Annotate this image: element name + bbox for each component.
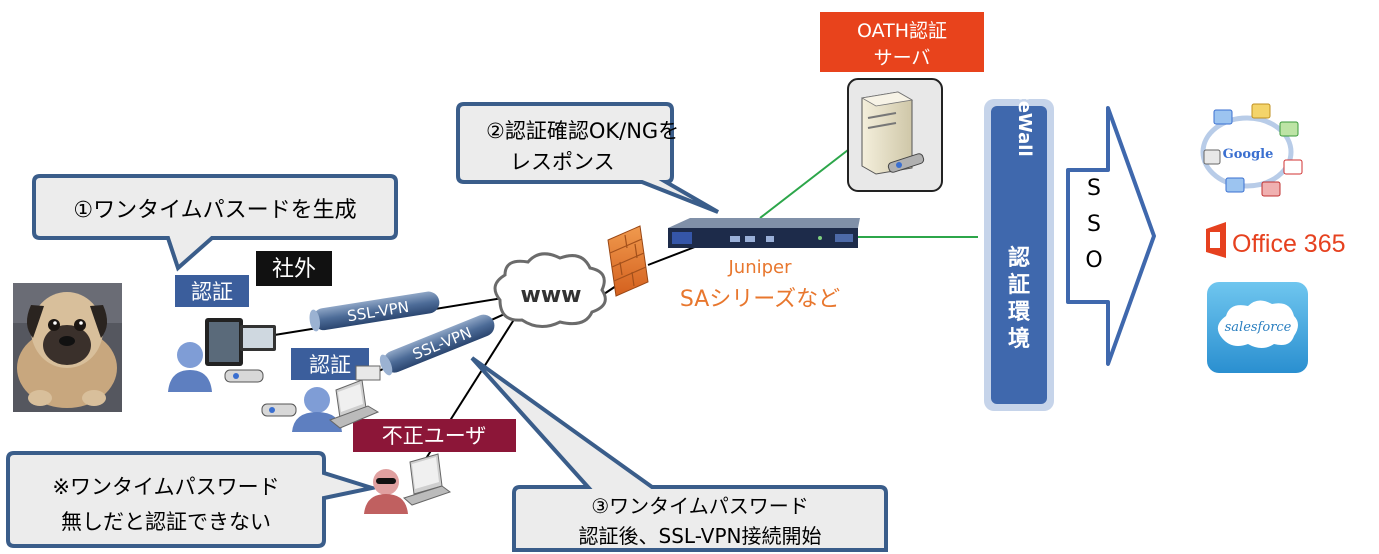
dog-photo [13,283,122,412]
internet-cloud: www [493,252,607,328]
auth-env-char: 環 [1008,300,1031,325]
laptop-user-icon [261,365,381,432]
svg-text:認証: 認証 [191,280,233,304]
firewall-icon [607,225,649,297]
callout-response-line1: ②認証確認OK/NGを [486,119,679,143]
svg-text:社外: 社外 [272,257,316,282]
callout-generate-otp: ①ワンタイムパスードを生成 [32,174,398,272]
juniper-appliance-icon [668,218,860,248]
auth-env-char: 境 [1008,326,1030,352]
callout-response-line2: レスポンス [510,150,615,174]
tag-unauthorized-user: 不正ユーザ [353,419,516,452]
oath-label-line2: サーバ [874,47,931,69]
svg-text:認証: 認証 [309,353,351,377]
rogue-user-icon [364,453,452,514]
callout-connect: ③ワンタイムパスワード 認証後、SSL-VPN接続開始 [470,356,888,552]
callout-no-otp-line2: 無しだと認証できない [61,510,271,534]
oath-server-icon [847,78,943,192]
ssl-vpn-tube-1: SSL-VPN [309,291,440,332]
office365-label: Office 365 [1232,230,1346,258]
ssl-vpn-label-2: SSL-VPN [410,323,474,363]
juniper-series-label: SAシリーズなど [680,287,840,312]
google-label: Google [1223,147,1274,162]
icewall-label: IceWall [1014,83,1035,156]
callout-response: ②認証確認OK/NGを レスポンス [456,102,719,214]
tag-outside: 社外 [256,251,332,286]
www-label: www [521,283,582,308]
tablet-user-icon [168,318,276,392]
tag-auth-laptop: 認証 [291,348,369,380]
juniper-to-oath-line [759,149,849,219]
callout-no-otp-line1: ※ワンタイムパスワード [52,475,279,499]
svg-text:不正ユーザ: 不正ユーザ [382,424,487,448]
auth-env-char: 証 [1008,272,1030,298]
sso-letter: S [1087,212,1101,237]
tag-auth-tablet: 認証 [175,275,249,307]
firewall-to-juniper-line [647,244,701,266]
callout-no-otp: ※ワンタイムパスワード 無しだと認証できない [6,451,380,548]
auth-env-char: 認 [1008,245,1030,271]
callout-connect-line1: ③ワンタイムパスワード [591,494,809,518]
oath-label-line1: OATH認証 [857,20,947,42]
juniper-label: Juniper [727,257,792,278]
icewall-panel: IceWall [984,83,1054,411]
callout-generate-text: ①ワンタイムパスードを生成 [73,198,356,223]
office365-logo: Office 365 [1206,222,1346,258]
salesforce-label: salesforce [1225,320,1292,335]
oath-server-tag: OATH認証 サーバ [820,12,984,72]
sso-letter: S [1087,176,1101,201]
sso-letter: O [1085,248,1102,273]
sso-arrow [1066,106,1156,366]
google-apps-icon: Google [1200,103,1303,197]
salesforce-logo: salesforce [1207,282,1308,373]
sso-letters: SSO [1085,176,1102,273]
callout-connect-line2: 認証後、SSL-VPN接続開始 [579,524,822,548]
